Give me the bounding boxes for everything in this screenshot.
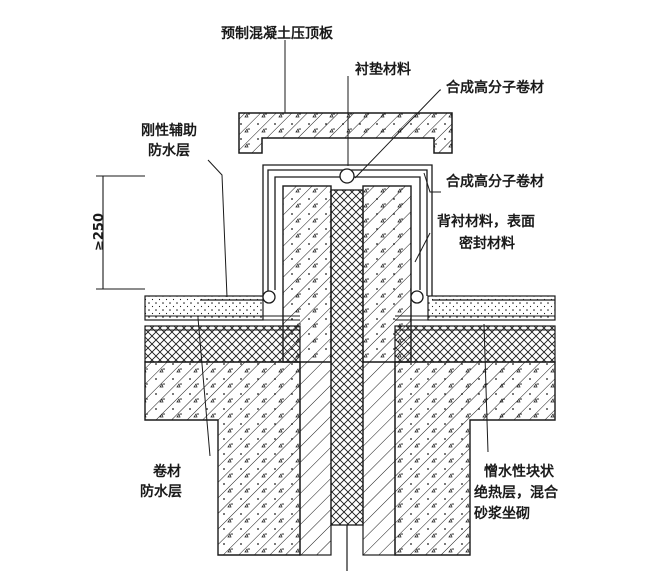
structural-slab	[144, 361, 556, 556]
padding-rod	[339, 168, 355, 184]
label-padding-material: 衬垫材料	[355, 61, 411, 78]
backing-rod-left	[262, 290, 276, 304]
upstand-walls	[282, 185, 412, 556]
label-backing-1: 背衬材料，表面	[437, 213, 535, 230]
label-insulation-2: 绝热层，混合	[474, 484, 559, 501]
label-sheet-wp-2: 防水层	[140, 483, 182, 500]
label-polymer-sheet-side: 合成高分子卷材	[446, 173, 544, 190]
label-rigid-aux-2: 防水层	[148, 142, 190, 159]
backing-rod-right	[410, 290, 424, 304]
label-sheet-wp-1: 卷材	[152, 463, 181, 480]
label-insulation-1: 憎水性块状	[484, 463, 555, 480]
label-polymer-sheet-top: 合成高分子卷材	[446, 79, 544, 96]
precast-coping	[238, 112, 453, 154]
label-precast-cap: 预制混凝土压顶板	[221, 25, 334, 42]
label-insulation-3: 砂浆坐砌	[473, 505, 530, 522]
label-rigid-aux-1: 刚性辅助	[141, 122, 197, 139]
label-backing-2: 密封材料	[458, 235, 515, 252]
leader-lines	[197, 40, 489, 457]
height-dimension: ≥250	[92, 175, 145, 290]
joint-filler	[330, 189, 364, 526]
insulation-layer	[144, 325, 556, 363]
dimension-label: ≥250	[92, 213, 107, 251]
